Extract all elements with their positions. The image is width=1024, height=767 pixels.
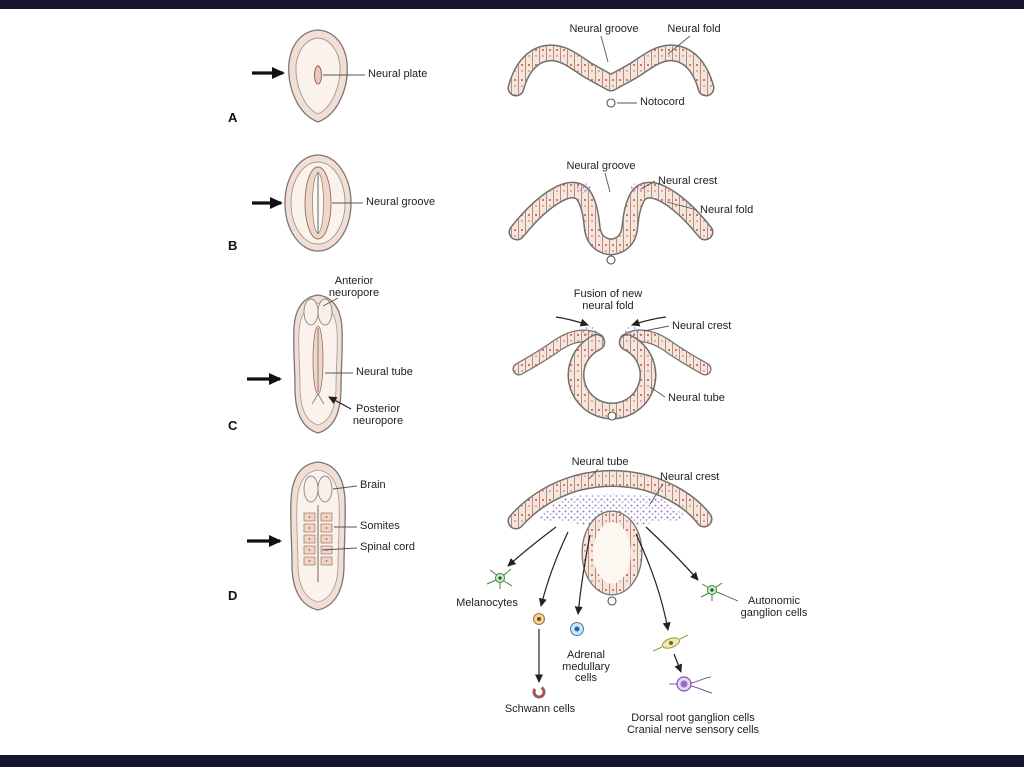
label-d-neural-crest: Neural crest xyxy=(660,471,720,483)
anterior-lobe-right xyxy=(317,298,333,326)
panel-letter-c: C xyxy=(228,418,238,433)
panel-b-cross-section xyxy=(517,172,705,265)
label-autonomic-ganglion-cells: Autonomic ganglion cells xyxy=(740,595,808,619)
label-anterior-neuropore: Anterior neuropore xyxy=(328,275,380,299)
fusion-arrow-right xyxy=(631,316,667,327)
label-c-neural-tube: Neural tube xyxy=(668,392,725,404)
panel-letter-d: D xyxy=(228,588,238,603)
label-a-neural-fold: Neural fold xyxy=(667,23,721,35)
panel-d-cross-section xyxy=(486,468,739,699)
notochord-circle xyxy=(606,98,616,108)
label-c-neural-tube-dorsal: Neural tube xyxy=(356,366,413,378)
label-neural-plate: Neural plate xyxy=(368,68,428,80)
neural-crest-right xyxy=(625,326,641,338)
label-adrenal-medullary-cells: Adrenal medullary cells xyxy=(562,649,610,684)
arrow-to-dorsal-root xyxy=(673,653,683,673)
arrow-to-sensory-precursor xyxy=(635,533,671,631)
label-b-neural-groove: Neural groove xyxy=(566,160,636,172)
melanocyte-cell xyxy=(486,568,513,589)
slide-top-bar xyxy=(0,0,1024,9)
arrow-to-melanocytes xyxy=(507,526,557,567)
label-a-neural-groove: Neural groove xyxy=(569,23,639,35)
neural-plate-shape xyxy=(314,65,322,85)
panel-a-dorsal-view xyxy=(252,29,365,123)
label-cranial-nerve-sensory-cells: Cranial nerve sensory cells xyxy=(626,724,760,736)
label-brain: Brain xyxy=(360,479,386,491)
arrow-to-adrenal xyxy=(574,534,591,615)
panel-a-cross-section xyxy=(516,35,706,108)
label-schwann-cells: Schwann cells xyxy=(504,703,576,715)
label-melanocytes: Melanocytes xyxy=(456,597,518,609)
label-b-neural-crest: Neural crest xyxy=(658,175,718,187)
neural-crest-left xyxy=(583,326,599,338)
sympathoblast-cell xyxy=(533,613,545,625)
brain-lobe-right xyxy=(317,475,333,503)
anterior-lobe-left xyxy=(303,298,319,326)
notochord-circle xyxy=(607,411,617,421)
neural-crest-right xyxy=(631,183,645,193)
brain-lobe-left xyxy=(303,475,319,503)
panel-c-cross-section xyxy=(519,316,705,421)
label-posterior-neuropore: Posterior neuropore xyxy=(352,403,404,427)
label-b-neural-fold: Neural fold xyxy=(700,204,754,216)
panel-letter-a: A xyxy=(228,110,238,125)
panel-c-dorsal-view xyxy=(247,294,353,434)
schwann-cell xyxy=(532,685,546,699)
adrenal-medullary-cell xyxy=(570,622,584,636)
label-fusion-neural-fold: Fusion of new neural fold xyxy=(573,288,643,312)
fusion-arrow-left xyxy=(555,316,589,327)
label-c-neural-crest: Neural crest xyxy=(672,320,732,332)
label-notocord: Notocord xyxy=(640,96,685,108)
label-b-neural-groove-dorsal: Neural groove xyxy=(366,196,436,208)
panel-b-dorsal-view xyxy=(252,154,363,252)
autonomic-ganglion-cell xyxy=(700,582,739,602)
dorsal-root-ganglion-cell xyxy=(669,676,713,694)
label-d-neural-tube: Neural tube xyxy=(571,456,629,468)
label-spinal-cord: Spinal cord xyxy=(360,541,416,553)
slide-bottom-bar xyxy=(0,755,1024,767)
arrow-to-autonomic xyxy=(645,526,699,581)
arrow-to-sympathoblast xyxy=(538,531,569,607)
panel-d-dorsal-view xyxy=(247,461,358,611)
label-dorsal-root-ganglion-cells: Dorsal root ganglion cells xyxy=(631,712,755,724)
neural-crest-mass xyxy=(551,494,673,526)
posterior-neuropore-shape xyxy=(311,393,325,405)
notochord-circle xyxy=(607,596,617,606)
panel-letter-b: B xyxy=(228,238,238,253)
neural-crest-left xyxy=(577,183,591,193)
label-somites: Somites xyxy=(360,520,400,532)
sensory-precursor-cell xyxy=(652,634,689,652)
notochord-circle xyxy=(606,255,616,265)
